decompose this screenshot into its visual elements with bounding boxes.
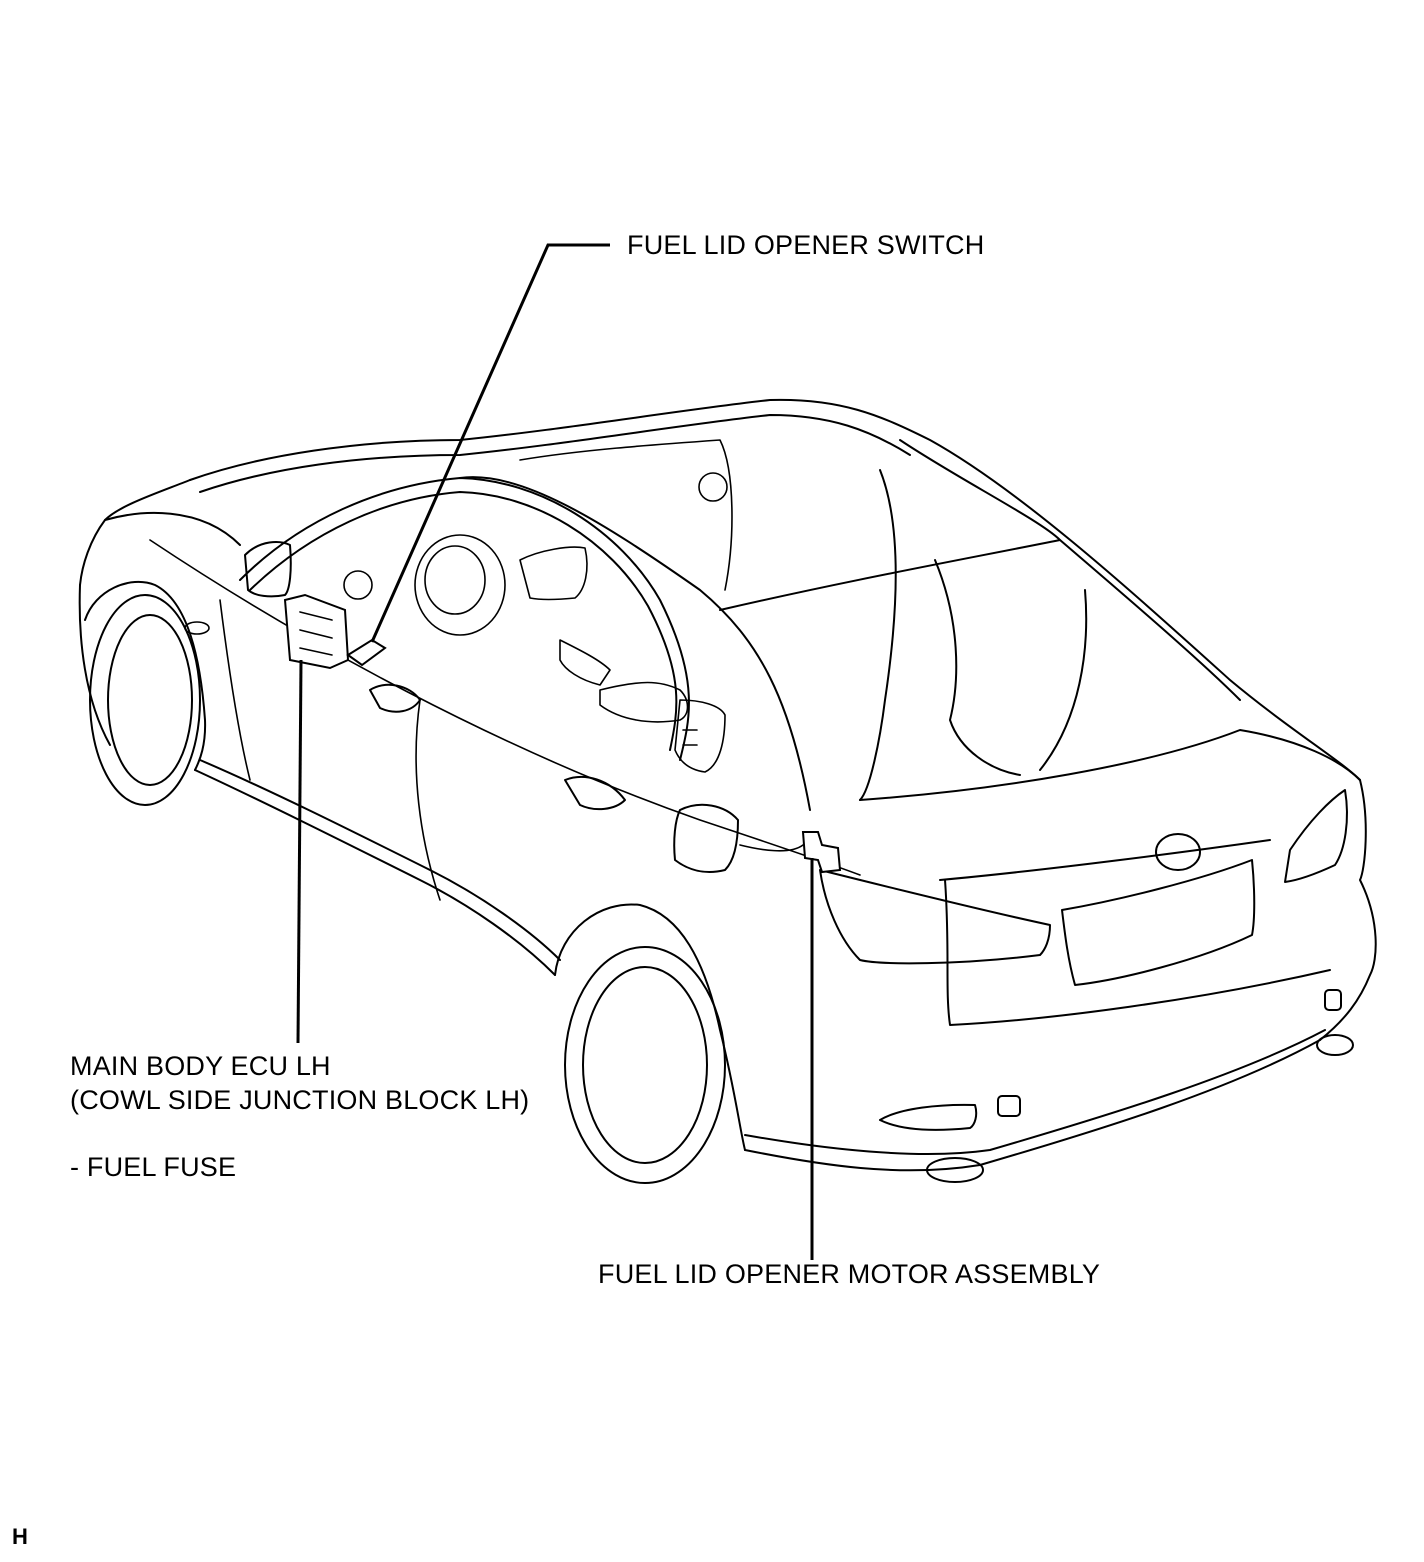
corner-mark: H — [12, 1524, 28, 1549]
ecu-leader-line — [296, 659, 303, 1044]
main-body-ecu-part — [283, 593, 350, 670]
fuel-lid-opener-motor-label: FUEL LID OPENER MOTOR ASSEMBLY — [598, 1259, 1101, 1289]
leader-lines — [296, 243, 814, 1260]
car-body — [78, 398, 1377, 1184]
main-body-ecu-label: MAIN BODY ECU LH — [70, 1051, 331, 1081]
fuel-lid-opener-switch-part — [346, 638, 387, 667]
fuel-fuse-label: - FUEL FUSE — [70, 1152, 237, 1182]
fuel-lid-opener-motor-part — [739, 831, 842, 874]
cowl-side-junction-block-label: (COWL SIDE JUNCTION BLOCK LH) — [70, 1085, 530, 1115]
switch-leader-line — [370, 243, 610, 643]
fuel-lid-opener-switch-label: FUEL LID OPENER SWITCH — [627, 230, 985, 260]
